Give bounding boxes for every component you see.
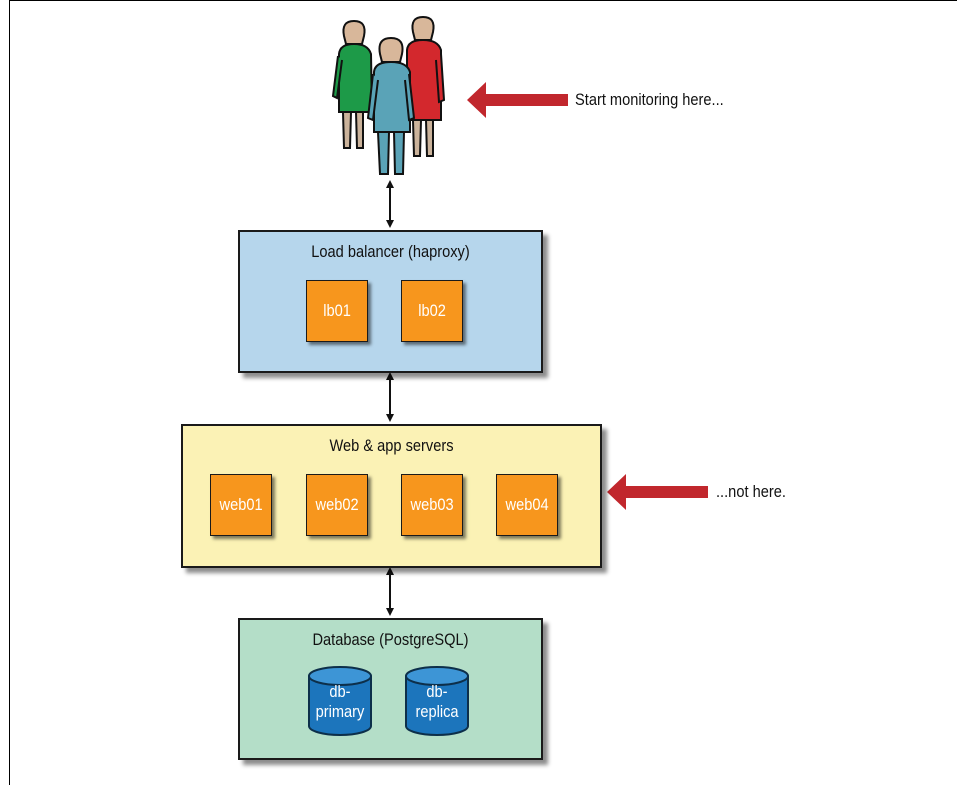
start-monitoring-label: Start monitoring here... bbox=[575, 90, 724, 109]
server-lb01: lb01 bbox=[306, 280, 368, 342]
user-blue-icon bbox=[366, 36, 416, 175]
server-web02: web02 bbox=[306, 474, 368, 536]
load-balancer-title: Load balancer (haproxy) bbox=[311, 242, 470, 261]
db-replica-label: db- replica bbox=[415, 682, 459, 721]
db-replica-cylinder-icon bbox=[405, 666, 469, 736]
load-balancer-tier: Load balancer (haproxy) lb01 lb02 bbox=[238, 230, 543, 373]
server-lb02: lb02 bbox=[401, 280, 463, 342]
db-primary-cylinder-icon bbox=[308, 666, 372, 736]
web-app-tier: Web & app servers web01 web02 web03 web0… bbox=[181, 424, 602, 568]
server-web03: web03 bbox=[401, 474, 463, 536]
server-web04: web04 bbox=[496, 474, 558, 536]
database-title: Database (PostgreSQL) bbox=[312, 630, 469, 649]
users-icon bbox=[331, 15, 446, 175]
database-tier: Database (PostgreSQL) db- primary db- re… bbox=[238, 618, 543, 760]
not-here-arrow-icon bbox=[607, 474, 708, 510]
server-web01: web01 bbox=[210, 474, 272, 536]
user-red-icon bbox=[406, 15, 446, 157]
frame-border-top bbox=[9, 0, 957, 1]
db-primary-label: db- primary bbox=[315, 682, 365, 721]
frame-border-left bbox=[9, 0, 10, 785]
user-green-icon bbox=[331, 19, 374, 149]
start-arrow-icon bbox=[467, 82, 568, 118]
web-app-title: Web & app servers bbox=[329, 436, 454, 455]
not-here-label: ...not here. bbox=[716, 482, 786, 501]
